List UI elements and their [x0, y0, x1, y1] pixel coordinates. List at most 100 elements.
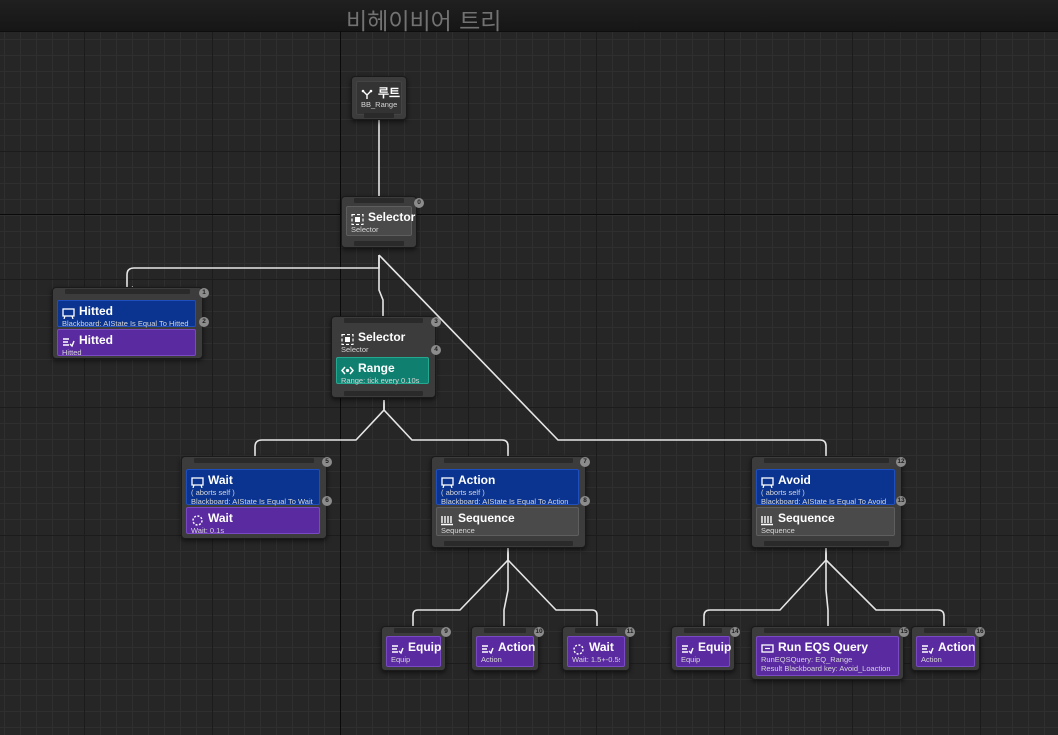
range-service-subtitle: Range: tick every 0.10s — [341, 376, 420, 385]
hitted-decorator-title: Hitted — [79, 304, 113, 318]
range-service[interactable]: Range Range: tick every 0.10s — [336, 357, 429, 385]
action-task-node-16[interactable]: Action Action 16 — [911, 626, 985, 671]
hitted-decorator-condition: Blackboard: AIState Is Equal To Hitted — [62, 319, 189, 328]
wire-seq12-action — [825, 548, 950, 634]
execution-index-badge: 12 — [896, 457, 906, 467]
wire-selector3-action — [383, 400, 514, 465]
action10-input-pin[interactable] — [484, 628, 526, 633]
wait-icon — [572, 642, 585, 655]
execution-index-badge: 6 — [322, 496, 332, 506]
sequence-composite-7[interactable]: Sequence Sequence — [436, 507, 579, 536]
avoid-sequence-node[interactable]: Avoid ( aborts self ) Blackboard: AIStat… — [751, 456, 906, 548]
task-icon — [391, 642, 404, 654]
selector3-input-pin[interactable] — [344, 318, 423, 323]
run-eqs-query-node-15[interactable]: Run EQS Query RunEQSQuery: EQ_Range Resu… — [751, 626, 909, 680]
service-icon — [341, 363, 354, 374]
wait-task-node-11[interactable]: Wait Wait: 1.5+-0.5s 11 — [562, 626, 635, 671]
wire-seq7-equip — [412, 548, 509, 634]
hitted-decorator[interactable]: Hitted Blackboard: AIState Is Equal To H… — [57, 300, 196, 328]
wait-decorator[interactable]: Wait ( aborts self ) Blackboard: AIState… — [186, 469, 320, 506]
wire-seq12-equip — [703, 548, 827, 634]
sequence12-subtitle: Sequence — [761, 526, 795, 535]
root-subtitle: BB_Range — [361, 100, 397, 109]
action-sequence-node[interactable]: Action ( aborts self ) Blackboard: AISta… — [431, 456, 590, 548]
execution-index-badge: 0 — [414, 198, 424, 208]
wait-icon — [191, 513, 204, 526]
equip14-title: Equip — [698, 640, 732, 654]
wait-node[interactable]: Wait ( aborts self ) Blackboard: AIState… — [181, 456, 332, 539]
equip-task-node-9[interactable]: Equip Equip 9 — [381, 626, 451, 671]
execution-index-badge: 8 — [580, 496, 590, 506]
action10-subtitle: Action — [481, 655, 502, 664]
execution-index-badge: 3 — [431, 317, 441, 327]
wait-decorator-title: Wait — [208, 473, 233, 487]
wait11-title: Wait — [589, 640, 614, 654]
action16-title: Action — [938, 640, 976, 654]
sequence12-title: Sequence — [778, 511, 835, 525]
hitted-node[interactable]: Hitted Blackboard: AIState Is Equal To H… — [52, 287, 209, 359]
execution-index-badge: 13 — [896, 496, 906, 506]
avoid-decorator-aborts: ( aborts self ) — [761, 488, 805, 497]
root-output-pin[interactable] — [364, 113, 394, 118]
action-decorator[interactable]: Action ( aborts self ) Blackboard: AISta… — [436, 469, 579, 506]
execution-index-badge: 5 — [322, 457, 332, 467]
selector0-title: Selector — [368, 210, 416, 224]
wait11-subtitle: Wait: 1.5+-0.5s — [572, 655, 620, 664]
sequence-icon — [441, 513, 454, 525]
selector0-input-pin[interactable] — [354, 198, 404, 203]
equip9-title: Equip — [408, 640, 442, 654]
wait-task-title: Wait — [208, 511, 233, 525]
selector-node-3[interactable]: Selector Selector Range Range: tick ever… — [331, 316, 441, 398]
task-icon — [681, 642, 694, 654]
selector0-output-pin[interactable] — [354, 241, 404, 246]
equip14-subtitle: Equip — [681, 655, 701, 664]
action-sequence-input-pin[interactable] — [444, 458, 573, 463]
action-task-node-10[interactable]: Action Action 10 — [471, 626, 544, 671]
root-node[interactable]: 루트 BB_Range — [351, 76, 407, 120]
sequence7-subtitle: Sequence — [441, 526, 475, 535]
execution-index-badge: 7 — [580, 457, 590, 467]
action-sequence-output-pin[interactable] — [444, 541, 573, 546]
equip9-input-pin[interactable] — [394, 628, 433, 633]
sequence-composite-12[interactable]: Sequence Sequence — [756, 507, 895, 536]
equip14-input-pin[interactable] — [684, 628, 722, 633]
wait-task-subtitle: Wait: 0.1s — [191, 526, 225, 535]
action16-input-pin[interactable] — [924, 628, 967, 633]
action16-subtitle: Action — [921, 655, 942, 664]
selector3-output-pin[interactable] — [344, 391, 423, 396]
wire-seq7-action — [503, 548, 510, 634]
selector-node-0[interactable]: Selector Selector 0 — [341, 196, 424, 248]
equip-task-node-14[interactable]: Equip Equip 14 — [671, 626, 740, 671]
action10-title: Action — [498, 640, 536, 654]
wire-seq12-eqs — [825, 548, 834, 634]
selector3-title: Selector — [358, 330, 406, 344]
hitted-task[interactable]: Hitted Hitted — [57, 329, 196, 357]
execution-index-badge: 1 — [199, 288, 209, 298]
task-icon — [62, 335, 75, 347]
wait-input-pin[interactable] — [194, 458, 314, 463]
avoid-decorator[interactable]: Avoid ( aborts self ) Blackboard: AIStat… — [756, 469, 895, 506]
avoid-decorator-title: Avoid — [778, 473, 811, 487]
title-bar: 비헤이비어 트리 — [0, 0, 1058, 35]
execution-index-badge: 15 — [899, 627, 909, 637]
hitted-input-pin[interactable] — [65, 289, 190, 294]
selector-icon — [341, 332, 354, 345]
blackboard-decorator-icon — [441, 475, 454, 488]
wait-decorator-condition: Blackboard: AIState Is Equal To Wait — [191, 497, 313, 506]
avoid-sequence-output-pin[interactable] — [764, 541, 889, 546]
task-icon — [921, 642, 934, 654]
window-title: 비헤이비어 트리 — [346, 9, 502, 35]
wait-task[interactable]: Wait Wait: 0.1s — [186, 507, 320, 535]
avoid-sequence-input-pin[interactable] — [764, 458, 889, 463]
selector0-subtitle: Selector — [351, 225, 379, 234]
blackboard-decorator-icon — [761, 475, 774, 488]
root-icon — [361, 87, 374, 99]
equip9-subtitle: Equip — [391, 655, 411, 664]
blackboard-decorator-icon — [62, 306, 75, 319]
wait11-input-pin[interactable] — [575, 628, 617, 633]
hitted-task-subtitle: Hitted — [62, 348, 82, 357]
wait-decorator-aborts: ( aborts self ) — [191, 488, 235, 497]
wire-selector0-hitted — [126, 255, 380, 294]
eqs15-input-pin[interactable] — [764, 628, 891, 633]
